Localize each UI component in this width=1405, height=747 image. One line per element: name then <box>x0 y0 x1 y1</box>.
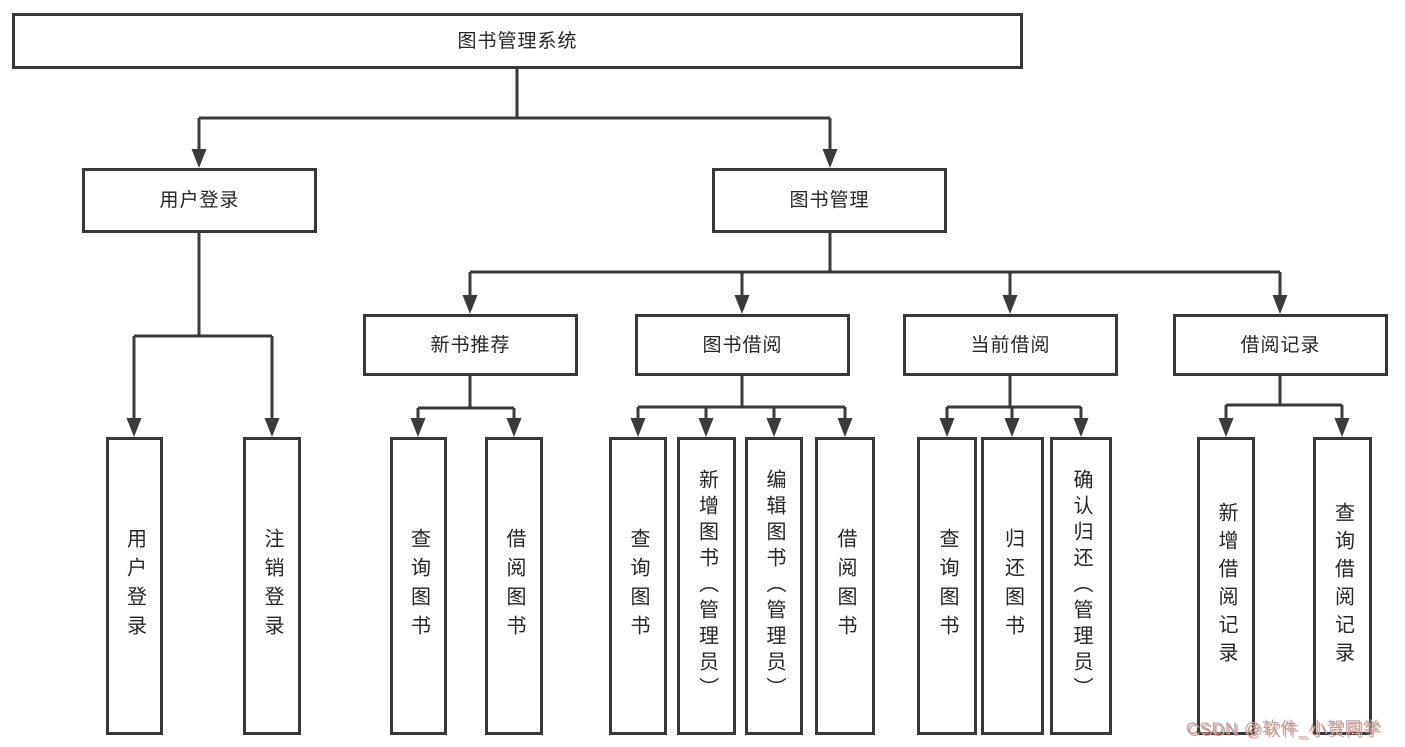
node-new-book-recommend: 新书推荐 <box>363 314 578 376</box>
leaf-borrow-borrow-books: 借阅图书 <box>815 437 875 735</box>
node-borrow-record: 借阅记录 <box>1173 314 1388 376</box>
leaf-record-query-borrow-record: 查询借阅记录 <box>1313 437 1372 735</box>
node-book-management: 图书管理 <box>712 168 947 233</box>
leaf-newbook-query-books: 查询图书 <box>390 437 447 735</box>
node-root-library-system: 图书管理系统 <box>12 13 1023 69</box>
leaf-record-add-borrow-record: 新增借阅记录 <box>1197 437 1255 735</box>
node-book-borrow: 图书借阅 <box>635 314 850 376</box>
csdn-watermark: CSDN @软件_小贺同学 <box>1186 719 1381 738</box>
leaf-current-return-books: 归还图书 <box>981 437 1044 735</box>
leaf-borrow-edit-books-admin: 编辑图书（管理员） <box>745 437 803 735</box>
leaf-logout: 注销登录 <box>243 437 301 735</box>
leaf-current-confirm-return-admin: 确认归还（管理员） <box>1050 437 1112 735</box>
leaf-current-query-books: 查询图书 <box>917 437 977 735</box>
leaf-newbook-borrow-books: 借阅图书 <box>485 437 543 735</box>
leaf-borrow-query-books: 查询图书 <box>609 437 667 735</box>
node-current-borrow: 当前借阅 <box>903 314 1118 376</box>
node-user-login: 用户登录 <box>82 168 317 233</box>
leaf-borrow-add-books-admin: 新增图书（管理员） <box>677 437 736 735</box>
leaf-user-login: 用户登录 <box>106 437 163 735</box>
